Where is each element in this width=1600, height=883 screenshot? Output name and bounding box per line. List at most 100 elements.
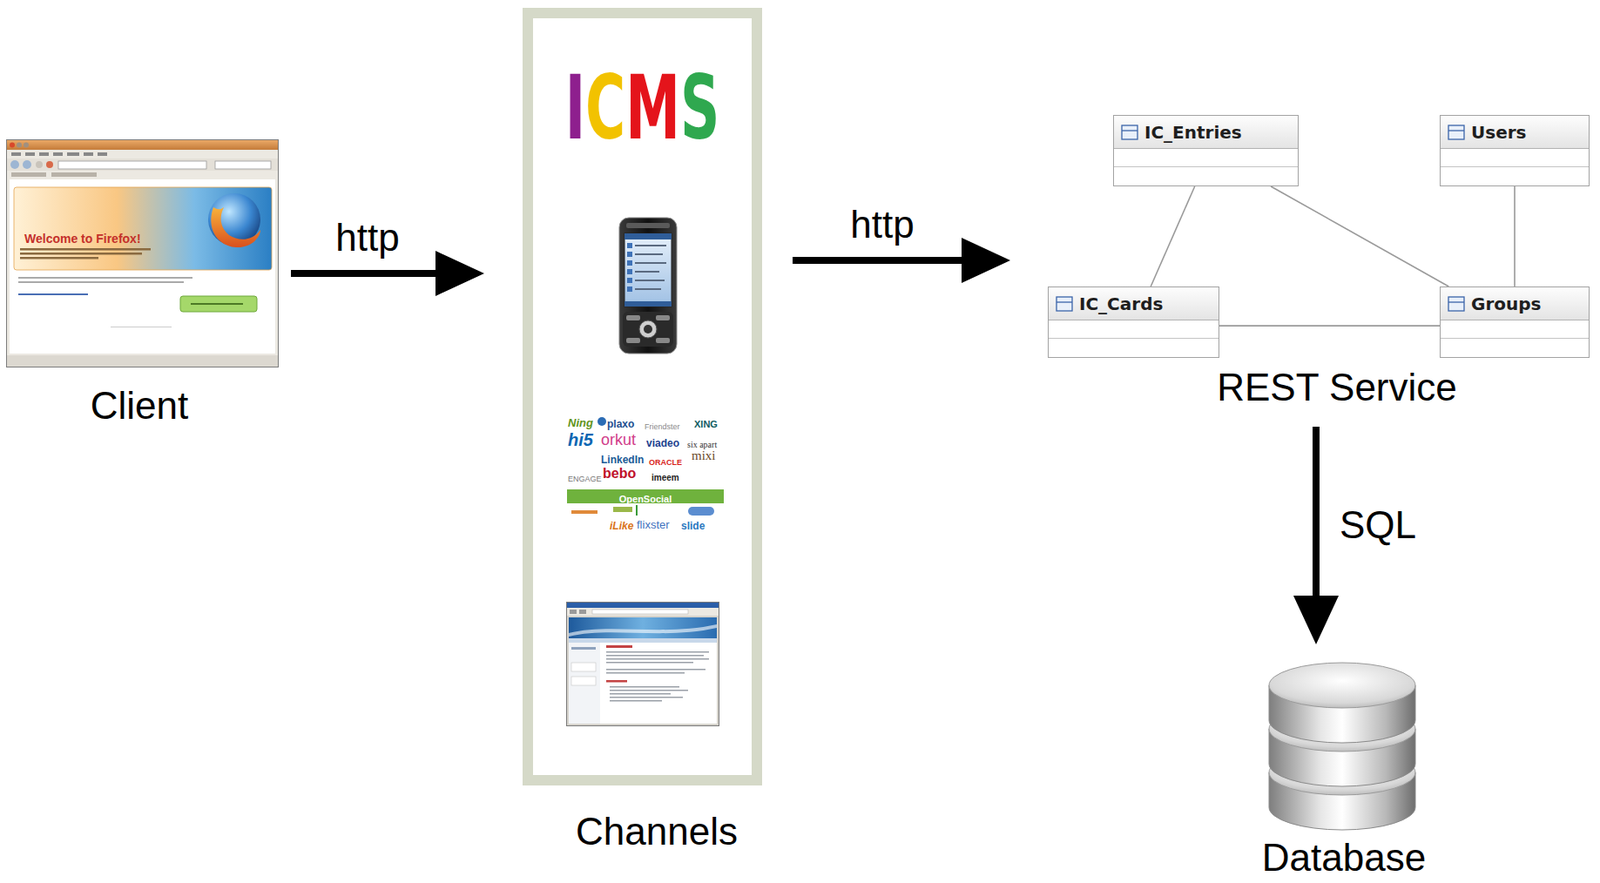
web-text-lines-part — [606, 654, 704, 657]
logo-wordmark-holder: viadeo — [646, 434, 680, 451]
page-text-lines-part — [18, 293, 88, 296]
class-header: Groups — [1440, 287, 1589, 321]
browser-screenshot-part — [190, 303, 244, 305]
screen-rows — [627, 243, 667, 292]
toolbar — [6, 158, 278, 171]
social-logo-collage-part — [635, 505, 638, 516]
class-name: IC_Cards — [1079, 293, 1163, 315]
logo-wordmark: Friendster — [644, 422, 681, 433]
keypad — [622, 311, 674, 347]
connector-line — [1312, 426, 1320, 601]
screen-rows-part — [634, 270, 660, 273]
class-attributes — [1440, 148, 1589, 168]
web-text-lines-part — [609, 686, 680, 689]
icms-logo: ICMS — [565, 64, 721, 153]
logo-wordmark: plaxo — [607, 418, 635, 431]
logo-wordmark-holder: XING — [694, 415, 718, 432]
browser-screenshot-part — [11, 172, 47, 177]
social-logo-collage-part — [566, 412, 725, 541]
node-label: Channels — [575, 810, 738, 853]
screen-rows-part — [627, 277, 633, 284]
banner-text-lines-part — [20, 248, 151, 251]
social-logo-collage-part — [571, 510, 598, 514]
screen-rows-part — [627, 260, 633, 266]
browser-screenshot-part — [22, 160, 32, 169]
phone-screen — [624, 233, 672, 307]
logo-wordmark-holder: Ning — [567, 414, 594, 431]
menu-bar-part — [83, 152, 94, 156]
logo-wordmark-holder: orkut — [600, 431, 636, 451]
mobile-phone-part — [624, 301, 672, 307]
logo-wordmark: LinkedIn — [600, 453, 644, 466]
firefox-fox — [210, 207, 261, 248]
menu-bar-part — [67, 152, 80, 156]
website-screenshot-part — [592, 609, 689, 615]
banner-text-lines — [20, 248, 151, 260]
menu-bar-part — [11, 152, 21, 156]
logo-wordmark: ORACLE — [648, 458, 682, 468]
screen-rows-part — [634, 279, 665, 282]
association-line — [1514, 186, 1516, 287]
class-icon-frame — [1121, 125, 1138, 140]
flow-arrow — [1293, 426, 1339, 645]
class-attributes — [1048, 320, 1219, 339]
screen-rows-part — [634, 288, 662, 291]
class-name: Users — [1471, 121, 1526, 143]
node-label: Database — [1262, 837, 1426, 879]
mobile-phone-part — [624, 233, 672, 240]
node-label-holder: Channels — [575, 810, 738, 853]
menu-bar-part — [39, 152, 49, 156]
logo-wordmark: XING — [694, 418, 718, 431]
arrow-head — [1293, 595, 1339, 645]
logo-wordmark-holder: ENGAGE — [567, 469, 602, 486]
web-text-lines-part — [606, 668, 706, 671]
arrow-head — [435, 250, 485, 297]
screen-rows-part — [634, 253, 663, 256]
web-text-lines-part — [606, 658, 709, 661]
screen-rows-part — [627, 243, 633, 249]
connector-line — [1270, 186, 1449, 287]
mobile-phone-part — [626, 315, 641, 321]
node-label-holder: Database — [1262, 837, 1426, 879]
website-screenshot-part — [568, 624, 717, 637]
logo-wordmark: OpenSocial — [619, 493, 673, 506]
logo-wordmark: slide — [681, 519, 705, 533]
connector-line — [1150, 186, 1195, 287]
node-label: Client — [90, 384, 190, 427]
browser-screenshot-part — [10, 160, 20, 169]
connector-line — [792, 256, 967, 264]
logo-wordmark-holder: slide — [681, 517, 705, 534]
uml-class-box: IC_Cards — [1047, 286, 1220, 358]
status-bar — [6, 355, 278, 367]
menu-bar — [11, 152, 108, 156]
logo-wordmark-holder: iLike — [609, 517, 634, 534]
class-icon-rule — [1448, 301, 1465, 303]
class-icon-rule — [1448, 129, 1465, 131]
association-line — [1150, 186, 1195, 287]
icms-logo-holder: ICMS — [565, 81, 721, 136]
menu-bar-part — [97, 152, 108, 156]
logo-wordmark-holder: Friendster — [644, 417, 681, 433]
class-header: Users — [1440, 115, 1589, 149]
web-text-lines-part — [606, 661, 694, 664]
website-screenshot-part — [568, 638, 717, 643]
search-bar — [215, 161, 271, 169]
class-icon — [1447, 124, 1465, 141]
page-text-lines-part — [18, 281, 184, 284]
web-text-lines-part — [609, 700, 662, 703]
class-icon — [1447, 296, 1465, 312]
page-area — [9, 179, 276, 354]
database-cylinder — [1260, 648, 1425, 832]
uml-class-box: IC_Entries — [1113, 114, 1299, 187]
banner-text-lines-part — [20, 252, 142, 256]
figure-node: Client — [6, 139, 279, 368]
web-header — [568, 617, 717, 639]
screenshot-heading: Welcome to Firefox! — [24, 231, 142, 247]
node-label-holder: Client — [90, 384, 190, 427]
url-bar — [58, 161, 207, 169]
web-text-lines-part — [606, 651, 709, 654]
node-label-holder: REST Service — [1216, 366, 1458, 409]
welcome-banner — [13, 187, 272, 271]
logo-wordmark-holder: flixster — [636, 516, 670, 533]
mobile-phone-part — [643, 324, 653, 334]
